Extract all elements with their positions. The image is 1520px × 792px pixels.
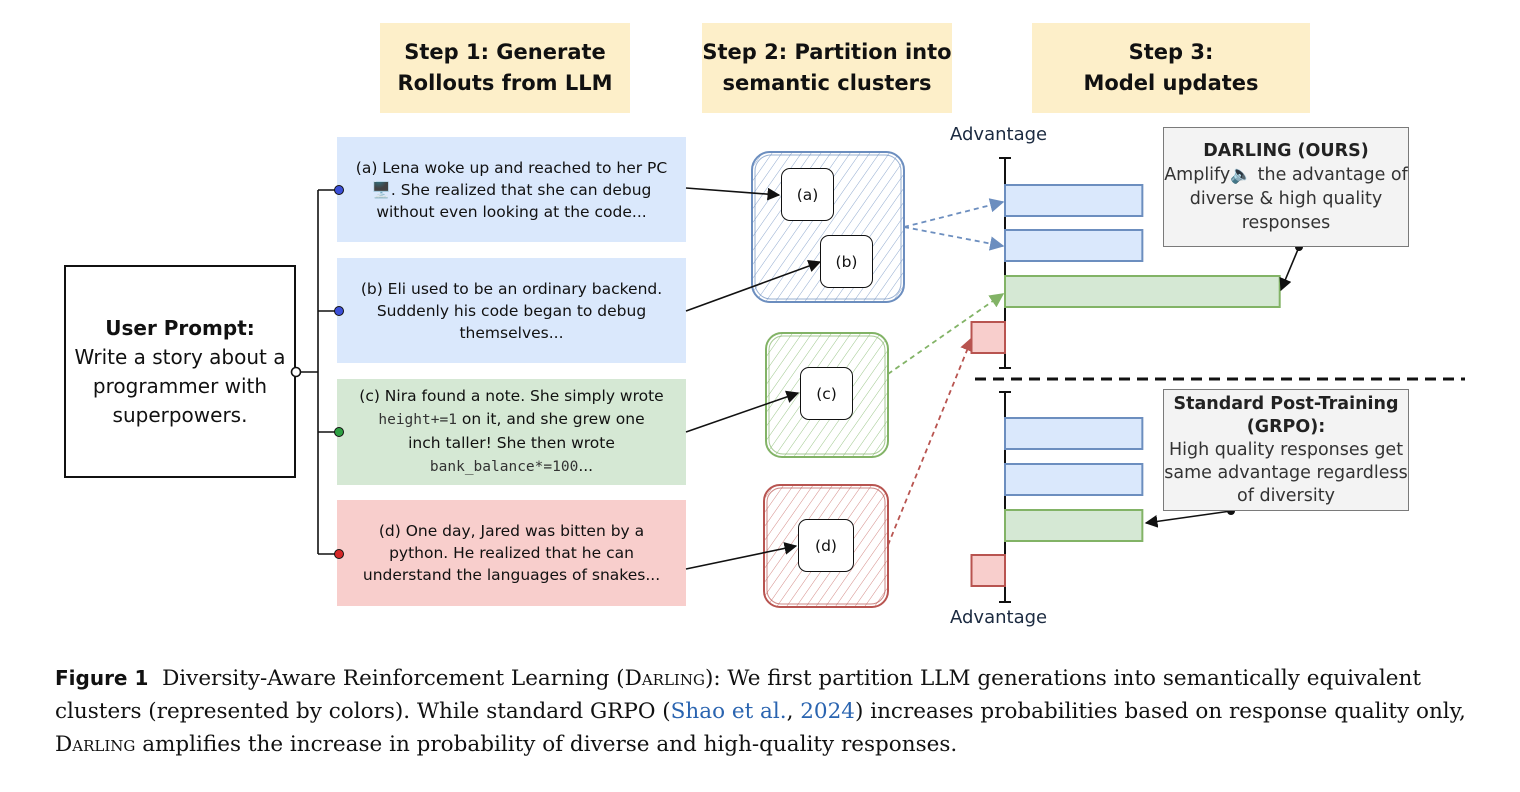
rollout-c-line2-wrap: height+=1 on it, and she grew one: [343, 408, 680, 432]
arrow-blue-to-bar-b: [903, 226, 1005, 251]
grpo-note-line1: High quality responses get: [1168, 439, 1404, 460]
caption-darling2: Darling: [55, 732, 136, 757]
rollout-c-line2: on it, and she grew one: [456, 410, 645, 428]
grpo-note-title2: (GRPO):: [1246, 416, 1326, 437]
caption-part1: Diversity-Aware Reinforcement Learning (: [162, 666, 625, 691]
caption-cite-sep: ,: [786, 699, 801, 724]
step3-header: Step 3: Model updates: [1032, 23, 1310, 113]
darling-note-title: DARLING (OURS): [1203, 141, 1369, 161]
grpo-note-arrow: [1144, 510, 1232, 528]
rollout-c-ellipsis: ...: [578, 457, 594, 475]
arrow-red-to-bar-d: [887, 336, 974, 546]
darling-note-line1b: the advantage of: [1252, 165, 1408, 185]
caption-part4: amplifies the increase in probability of…: [135, 732, 958, 757]
caption-fig-label: Figure 1: [55, 666, 149, 690]
arrow-blue-to-bar-a: [903, 198, 1005, 228]
advantage-bar-darling-d: [970, 321, 1006, 354]
rollout-c-code1: height+=1: [378, 412, 457, 428]
darling-note-line2: diverse & high quality: [1189, 189, 1383, 209]
step1-header: Step 1: Generate Rollouts from LLM: [380, 23, 630, 113]
axis-label-bottom: Advantage: [950, 607, 1048, 628]
bottom-chart-bars: [970, 417, 1144, 587]
rollout-a-line2: . She realized that she can debug: [390, 180, 652, 199]
darling-note-arrow: [1279, 246, 1300, 292]
rollout-b-text: (b) Eli used to be an ordinary backend. …: [360, 279, 663, 342]
rollout-d: (d) One day, Jared was bitten by a pytho…: [337, 500, 686, 606]
rollout-a-line1: (a) Lena woke up and reached to her PC: [355, 158, 668, 177]
grpo-note-line2: same advantage regardless: [1164, 462, 1408, 483]
prompt-origin-dot: [290, 366, 302, 378]
speaker-icon: 🔈: [1230, 165, 1253, 185]
arrow-c-to-cluster: [685, 390, 800, 433]
arrow-a-to-cluster: [685, 187, 781, 201]
cluster-tag-a: (a): [781, 168, 834, 221]
darling-note-line3: responses: [1241, 213, 1331, 233]
desktop-computer-icon: 🖥️: [371, 180, 391, 199]
cluster-tag-d: (d): [798, 519, 854, 572]
step3-line2: Model updates: [1083, 71, 1259, 95]
rollout-d-text: (d) One day, Jared was bitten by a pytho…: [362, 522, 661, 584]
user-prompt-label: User Prompt:: [105, 315, 255, 340]
rollout-c-dot: [334, 427, 344, 437]
cluster-tag-c: (c): [800, 367, 853, 420]
advantage-bar-grpo-b: [1004, 463, 1144, 496]
arrow-d-to-cluster: [685, 542, 798, 570]
figure-caption: Figure 1 Diversity-Aware Reinforcement L…: [55, 662, 1467, 761]
advantage-bar-darling-b: [1004, 229, 1144, 262]
step2-header: Step 2: Partition into semantic clusters: [702, 23, 952, 113]
caption-cite-year[interactable]: 2024: [800, 699, 855, 724]
top-chart-bars: [970, 184, 1281, 354]
darling-note-line1-wrap: Amplify🔈 the advantage of: [1164, 163, 1408, 187]
rollout-c: (c) Nira found a note. She simply wrote …: [337, 379, 686, 485]
grpo-note: Standard Post-Training (GRPO): High qual…: [1163, 389, 1409, 511]
advantage-bar-grpo-a: [1004, 417, 1144, 450]
advantage-bar-darling-c: [1004, 275, 1281, 308]
caption-part3: ) increases probabilities based on respo…: [854, 699, 1466, 724]
darling-note: DARLING (OURS) Amplify🔈 the advantage of…: [1163, 127, 1409, 247]
rollout-c-line3: inch taller! She then wrote: [408, 434, 615, 452]
advantage-bar-darling-a: [1004, 184, 1144, 217]
rollout-c-code2: bank_balance*=100: [429, 459, 579, 475]
grpo-note-title1: Standard Post-Training: [1173, 393, 1399, 414]
rollout-a-line3: without even looking at the code...: [376, 202, 647, 221]
step2-line2: semantic clusters: [722, 71, 932, 95]
arrow-b-to-cluster: [685, 259, 822, 312]
step1-line1: Step 1: Generate: [404, 40, 606, 64]
caption-part2: ): We first partition LLM generations in…: [55, 666, 1421, 724]
advantage-bar-grpo-c: [1004, 509, 1144, 542]
advantage-bar-grpo-d: [970, 554, 1006, 587]
step3-line1: Step 3:: [1128, 40, 1214, 64]
grpo-note-line3: of diversity: [1237, 485, 1335, 506]
cluster-tag-b: (b): [820, 235, 873, 288]
user-prompt-text: Write a story about a programmer with su…: [74, 344, 286, 427]
darling-note-line1: Amplify: [1164, 165, 1231, 185]
caption-darling1: Darling: [624, 666, 705, 691]
prompt-tree-connector: [290, 185, 344, 559]
rollout-a: (a) Lena woke up and reached to her PC 🖥…: [337, 137, 686, 242]
rollout-c-line1: (c) Nira found a note. She simply wrote: [359, 387, 664, 405]
rollout-c-line4-wrap: bank_balance*=100...: [343, 455, 680, 479]
caption-cite-authors[interactable]: Shao et al.: [670, 699, 787, 724]
rollout-a-line2-wrap: 🖥️. She realized that she can debug: [343, 179, 680, 201]
axis-label-top: Advantage: [950, 124, 1048, 145]
rollout-d-dot: [334, 549, 344, 559]
rollout-b: (b) Eli used to be an ordinary backend. …: [337, 258, 686, 363]
rollout-a-dot: [334, 185, 344, 195]
rollout-b-dot: [334, 306, 344, 316]
step2-line1: Step 2: Partition into: [702, 40, 952, 64]
step1-line2: Rollouts from LLM: [397, 71, 613, 95]
